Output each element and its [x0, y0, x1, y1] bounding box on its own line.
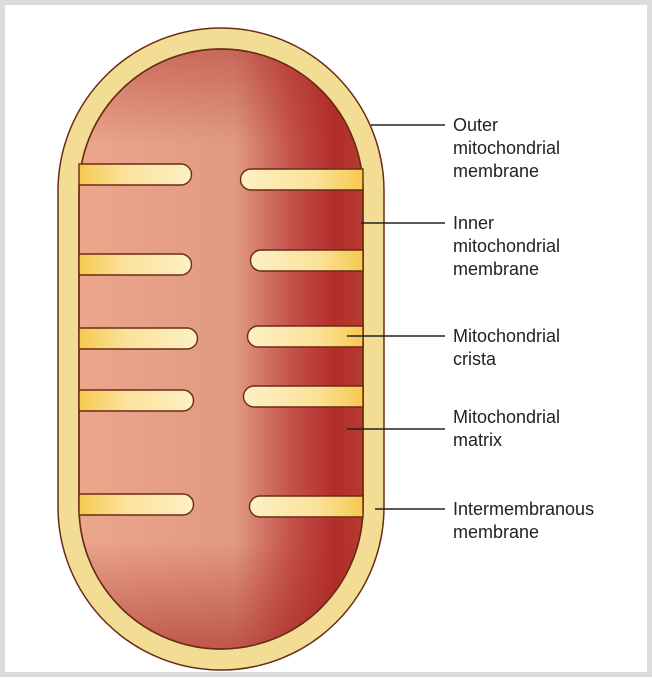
- crista: [248, 326, 364, 347]
- crista: [250, 496, 363, 517]
- crista: [79, 390, 194, 411]
- crista: [79, 494, 194, 515]
- crista: [244, 386, 363, 407]
- label-inner-membrane: Inner mitochondrial membrane: [453, 213, 565, 279]
- mitochondrion-diagram: Outer mitochondrial membrane Inner mitoc…: [5, 5, 652, 682]
- label-matrix: Mitochondrial matrix: [453, 407, 565, 450]
- crista: [79, 254, 192, 275]
- labels: Outer mitochondrial membrane Inner mitoc…: [453, 115, 599, 542]
- label-outer-membrane: Outer mitochondrial membrane: [453, 115, 565, 181]
- crista: [241, 169, 363, 190]
- crista: [251, 250, 364, 271]
- crista: [79, 328, 198, 349]
- label-intermembrane: Intermembranous membrane: [453, 499, 599, 542]
- crista: [79, 164, 191, 185]
- label-crista: Mitochondrial crista: [453, 326, 565, 369]
